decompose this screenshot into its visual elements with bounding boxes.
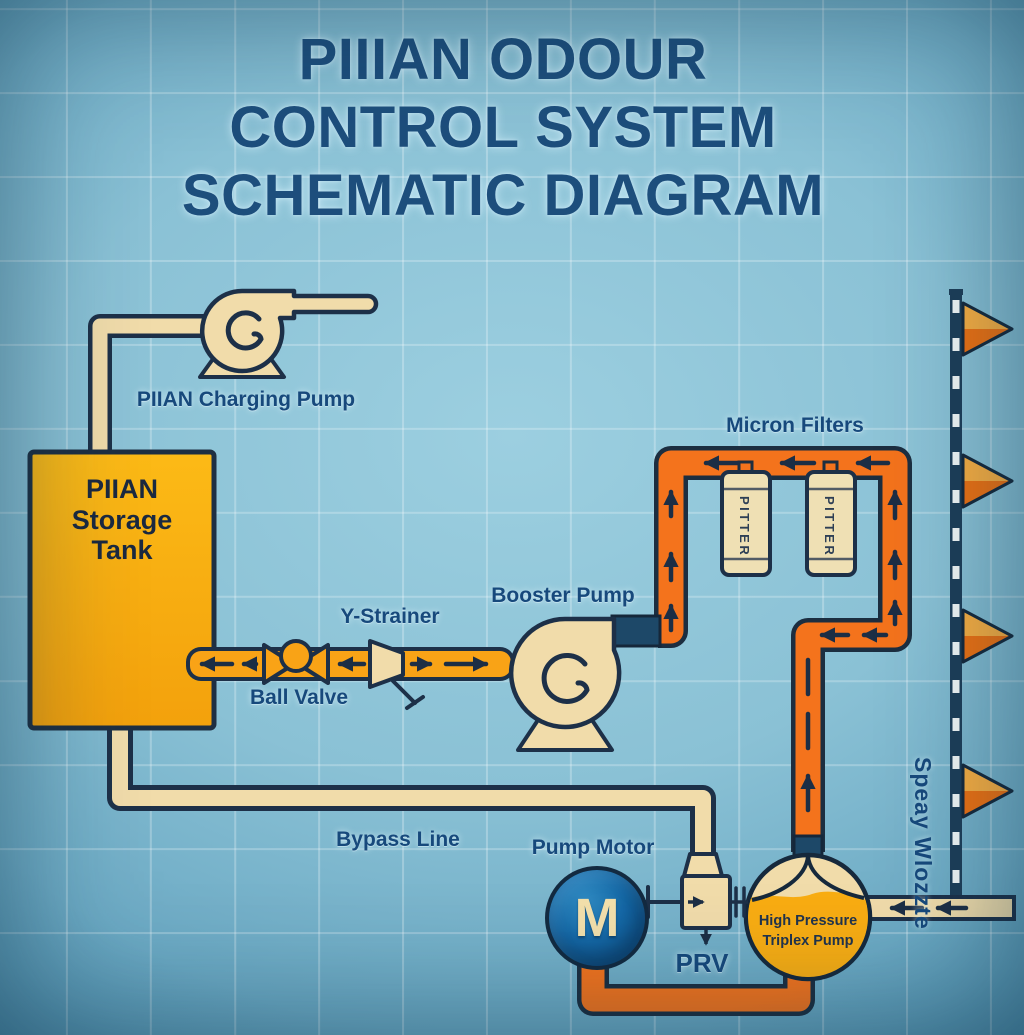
- bypass-line-label: Bypass Line: [336, 828, 460, 851]
- micron-filters: [720, 460, 857, 577]
- charging-pump: [198, 288, 379, 379]
- charging-pump-label: PIIAN Charging Pump: [136, 388, 356, 411]
- ball-valve: [262, 639, 330, 685]
- filter-2-text: PITTER: [822, 496, 837, 558]
- y-strainer: [368, 639, 425, 710]
- pump-motor: M: [545, 866, 649, 970]
- ball-valve-label: Ball Valve: [249, 686, 349, 709]
- triplex-pump-label-2: Triplex Pump: [762, 933, 854, 949]
- title-line-1: PIIIAN ODOUR: [298, 27, 708, 92]
- motor-linkage-pipe: [577, 964, 815, 1016]
- pump-impeller-spiral: [225, 310, 264, 351]
- pump-motor-label: Pump Motor: [531, 836, 655, 859]
- charging-pump-supply-pipe: [88, 314, 206, 456]
- y-strainer-label: Y-Strainer: [340, 605, 440, 628]
- filter-cartridge-1: [720, 470, 772, 577]
- booster-pump: [508, 616, 622, 752]
- storage-tank-label: PIIAN Storage Tank: [71, 474, 173, 565]
- booster-discharge-connector: [610, 614, 662, 648]
- prv-valve: [644, 852, 748, 946]
- triplex-pump-label-1: High Pressure: [758, 913, 858, 929]
- triplex-pump: [743, 852, 873, 982]
- motor-letter: M: [574, 888, 620, 948]
- pump-impeller-spiral: [541, 652, 590, 704]
- flow-arrows: [199, 455, 969, 916]
- spray-nozzle-1: [961, 301, 1014, 357]
- title-line-3: SCHEMATIC DIAGRAM: [181, 163, 825, 228]
- spray-nozzle-2: [961, 453, 1014, 509]
- spray-header-pipe: [949, 289, 963, 900]
- spray-nozzle-label: Speay Wlozzte: [910, 757, 936, 930]
- micron-filters-label: Micron Filters: [726, 414, 864, 437]
- title-line-2: CONTROL SYSTEM: [229, 95, 777, 160]
- filter-1-text: PITTER: [737, 496, 752, 558]
- bypass-line-pipe: [107, 726, 716, 860]
- spray-nozzle-4: [961, 763, 1014, 819]
- spray-nozzle-3: [961, 608, 1014, 664]
- filter-cartridge-2: [805, 470, 857, 577]
- spray-nozzles: [961, 301, 1014, 819]
- prv-label: PRV: [675, 948, 729, 978]
- booster-pump-label: Booster Pump: [491, 584, 635, 607]
- storage-tank: [27, 449, 217, 731]
